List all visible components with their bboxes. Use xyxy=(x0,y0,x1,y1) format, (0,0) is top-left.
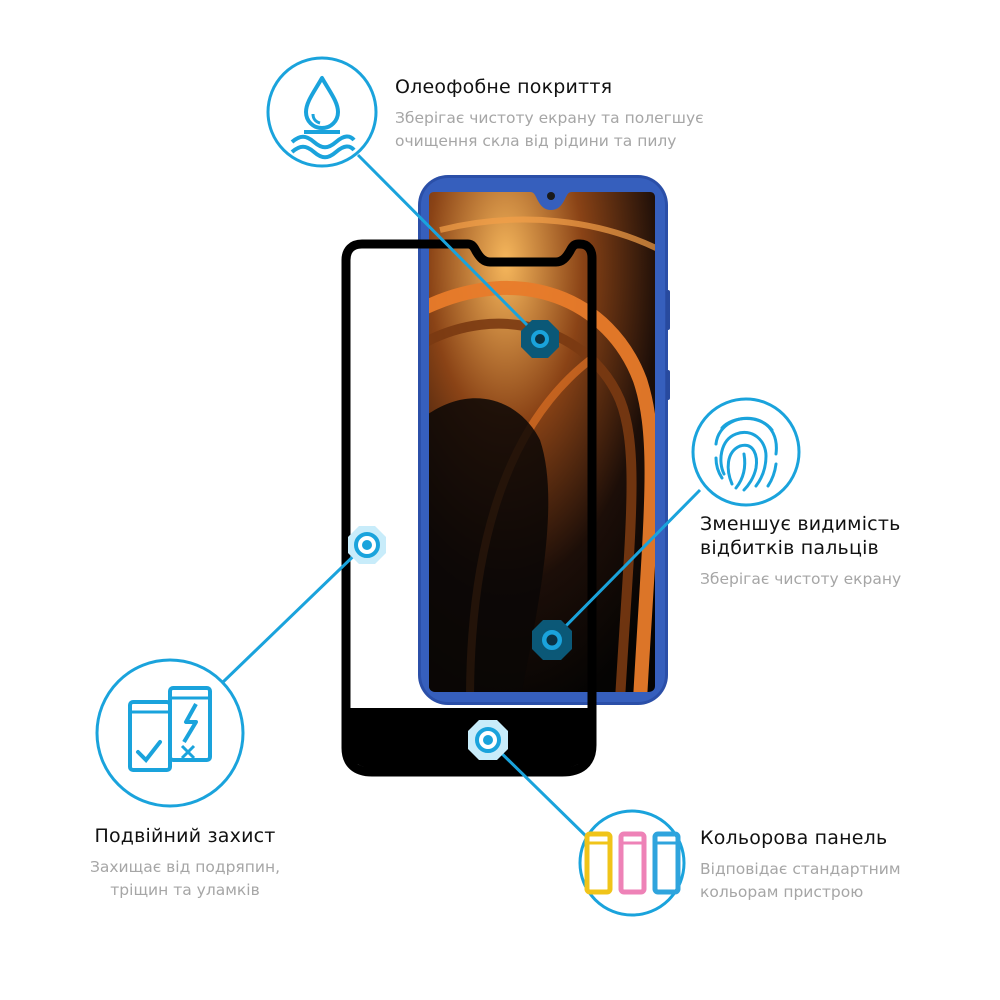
connector-double xyxy=(220,542,368,685)
hotspot-panel xyxy=(468,720,508,760)
shield-glass-icon xyxy=(95,658,245,808)
feature-description: Захищає від подряпин, тріщин та уламків xyxy=(60,856,310,902)
feature-oleophobic: Олеофобне покриття Зберігає чистоту екра… xyxy=(395,75,725,153)
connector-oleophobic xyxy=(356,153,542,340)
connector-panel xyxy=(486,738,592,842)
feature-colored-panel: Кольорова панель Відповідає стандартним … xyxy=(700,826,990,904)
feature-title: Олеофобне покриття xyxy=(395,76,613,98)
connector-fingerprint xyxy=(550,488,702,642)
description-line: тріщин та уламків xyxy=(110,881,260,899)
fingerprint-icon xyxy=(691,397,801,507)
description-line: Відповідає стандартним xyxy=(700,860,901,878)
feature-fingerprint: Зменшує видимість відбитків пальців Збер… xyxy=(700,512,990,591)
title-line: Зменшує видимість xyxy=(700,513,901,535)
phone-screen xyxy=(429,192,655,692)
feature-title: Подвійний захист xyxy=(94,825,276,847)
front-camera xyxy=(547,192,555,200)
feature-double-protection: Подвійний захист Захищає від подряпин, т… xyxy=(60,824,310,902)
phone-button-volume xyxy=(666,290,670,330)
feature-title: Зменшує видимість відбитків пальців xyxy=(700,512,990,560)
hotspot-double xyxy=(348,526,386,564)
description-line: кольорам пристрою xyxy=(700,883,864,901)
colored-phones-icon xyxy=(578,809,686,917)
connector-lines xyxy=(220,153,702,842)
phone xyxy=(418,175,670,705)
description-line: Зберігає чистоту екрану та полегшує xyxy=(395,109,704,127)
hotspots xyxy=(348,320,572,760)
description-line: очищення скла від рідини та пилу xyxy=(395,132,677,150)
phone-button-power xyxy=(666,370,670,400)
feature-description: Відповідає стандартним кольорам пристрою xyxy=(700,858,990,904)
feature-title: Кольорова панель xyxy=(700,827,888,849)
feature-description: Зберігає чистоту екрану xyxy=(700,570,902,588)
description-line: Захищає від подряпин, xyxy=(89,858,281,876)
title-line: відбитків пальців xyxy=(700,537,879,559)
feature-description: Зберігає чистоту екрану та полегшує очищ… xyxy=(395,107,725,153)
hotspot-fingerprint xyxy=(532,620,572,660)
hotspot-oleophobic xyxy=(521,320,559,358)
water-drop-icon xyxy=(266,56,378,168)
